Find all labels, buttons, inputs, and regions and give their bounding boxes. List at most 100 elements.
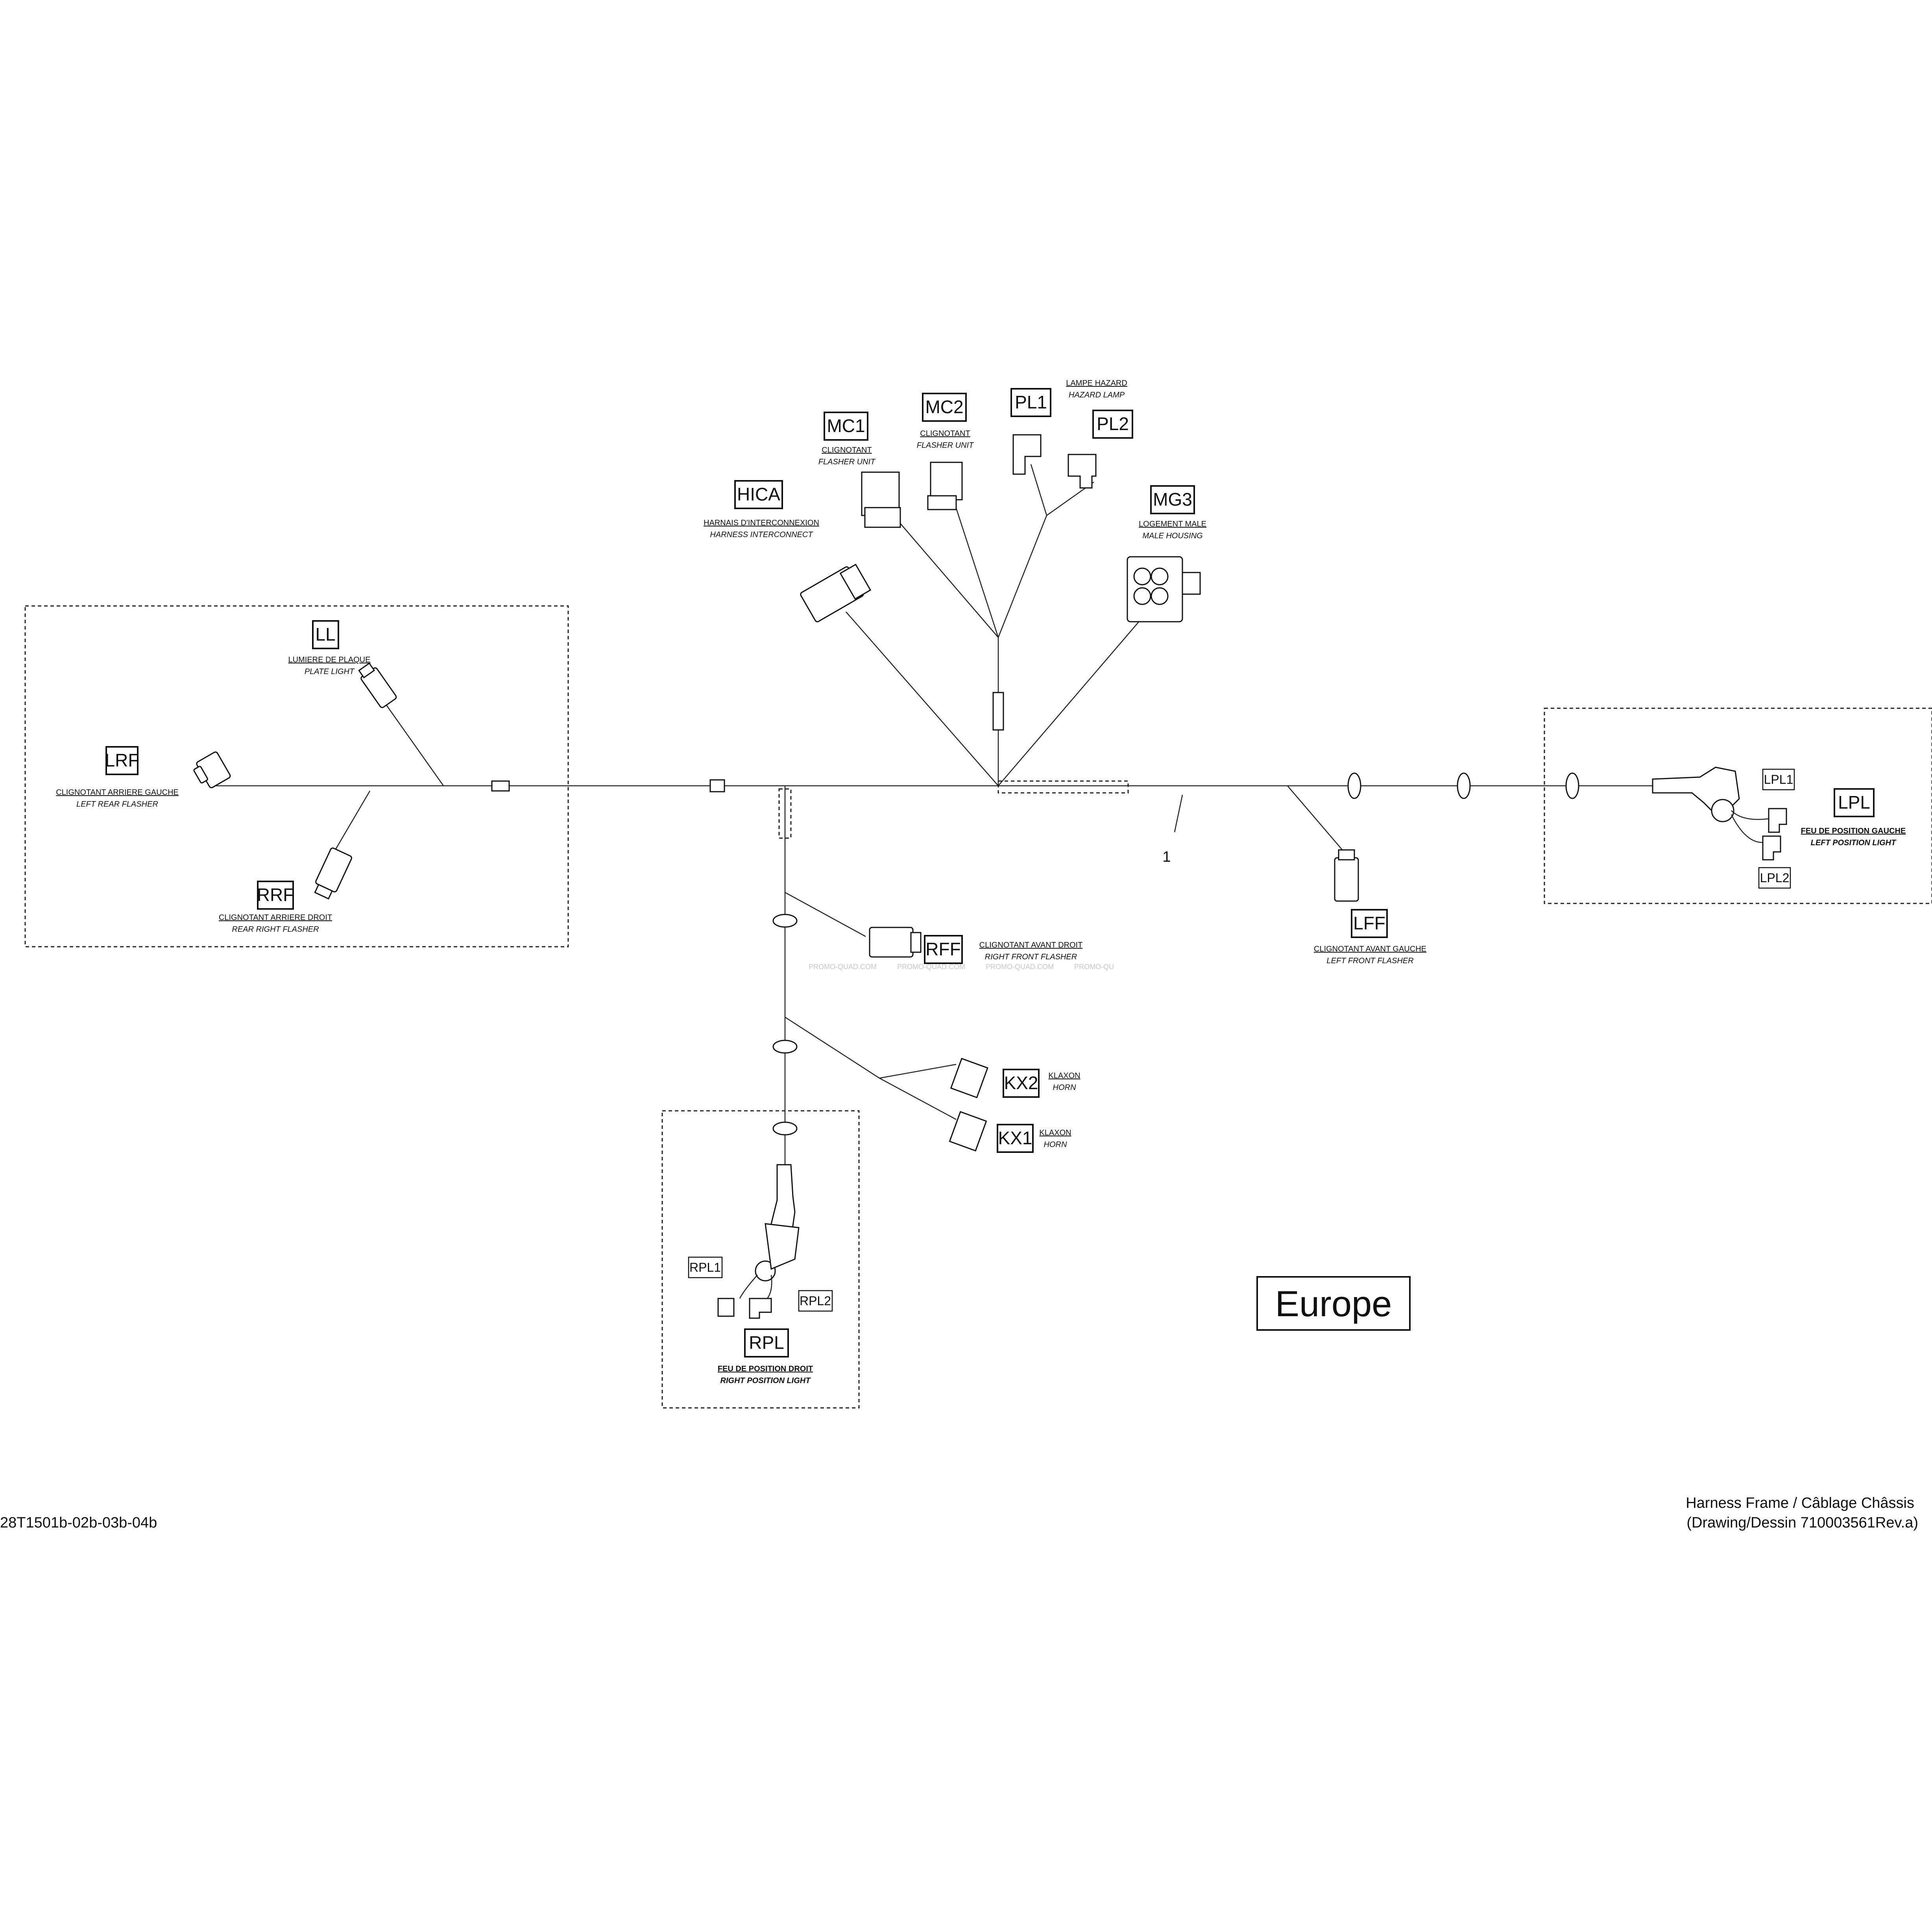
mg3-name-en: MALE HOUSING xyxy=(1142,532,1202,540)
rear-lights-frame xyxy=(24,605,569,948)
rpl-name-fr: FEU DE POSITION DROIT xyxy=(718,1365,813,1373)
lpl1-label: LPL1 xyxy=(1762,768,1795,791)
right-position-light-frame xyxy=(661,1110,860,1409)
lpl2-tag: LPL2 xyxy=(1760,871,1790,885)
lff-tag: LFF xyxy=(1353,913,1385,933)
rpl1-tag: RPL1 xyxy=(689,1260,721,1274)
hica-name-en: HARNESS INTERCONNECT xyxy=(710,530,813,539)
kx2-connector-body xyxy=(950,1058,988,1099)
pl2-label: PL2 xyxy=(1092,410,1133,439)
grommet xyxy=(1347,772,1361,799)
rrf-connector-body xyxy=(314,847,352,900)
mg3-tag: MG3 xyxy=(1153,489,1192,510)
lpl-light-assembly xyxy=(1637,767,1787,861)
rpl2-tag: RPL2 xyxy=(800,1294,831,1308)
ll-connector-body xyxy=(358,662,397,708)
rrf-tag: RRF xyxy=(257,885,294,905)
grommet xyxy=(772,1121,798,1136)
grommet xyxy=(1565,772,1579,799)
tape-section xyxy=(778,788,792,839)
mg3-label: MG3 LOGEMENT MALE MALE HOUSING xyxy=(1139,485,1206,540)
grommet xyxy=(772,914,798,928)
kx2-name-en: HORN xyxy=(1053,1083,1076,1092)
tape-section xyxy=(997,780,1129,794)
mc1-name-en: FLASHER UNIT xyxy=(818,458,876,466)
callout-number: 1 xyxy=(1162,849,1171,865)
grommet xyxy=(772,1040,798,1054)
hica-tag: HICA xyxy=(737,484,780,504)
rrf-name-en: REAR RIGHT FLASHER xyxy=(232,925,319,934)
region-label: Europe xyxy=(1275,1284,1392,1324)
mc1-label: MC1 CLIGNOTANT FLASHER UNIT xyxy=(818,412,876,466)
hica-label: HICA HARNAIS D'INTERCONNEXION HARNESS IN… xyxy=(704,480,819,539)
kx1-name-fr: KLAXON xyxy=(1039,1129,1071,1137)
lff-name-fr: CLIGNOTANT AVANT GAUCHE xyxy=(1314,945,1426,953)
hica-connector-body xyxy=(800,563,872,622)
lpl-name-fr: FEU DE POSITION GAUCHE xyxy=(1801,827,1906,835)
lpl-label: LPL FEU DE POSITION GAUCHE LEFT POSITION… xyxy=(1801,788,1906,847)
watermark-text: PROMO-QUAD.COM xyxy=(986,963,1054,971)
kx2-tag: KX2 xyxy=(1004,1073,1038,1093)
rff-name-fr: CLIGNOTANT AVANT DROIT xyxy=(979,941,1083,949)
rpl-light-assembly xyxy=(717,1164,800,1319)
watermark-text: PROMO-QU xyxy=(1074,963,1114,971)
rrf-name-fr: CLIGNOTANT ARRIERE DROIT xyxy=(219,913,332,922)
lrf-name-en: LEFT REAR FLASHER xyxy=(76,800,158,809)
pl1-tag: PL1 xyxy=(1015,392,1047,412)
clip xyxy=(992,692,1004,731)
harness-wires xyxy=(214,464,1637,1165)
left-position-light-frame xyxy=(1544,707,1932,904)
lpl1-tag: LPL1 xyxy=(1764,772,1793,787)
kx1-name-en: HORN xyxy=(1044,1140,1067,1149)
clip xyxy=(709,779,725,792)
pl1-label: PL1 LAMPE HAZARD HAZARD LAMP xyxy=(1010,379,1127,417)
rpl-tag: RPL xyxy=(749,1332,784,1353)
drawing-title: Harness Frame / Câblage Châssis xyxy=(1686,1495,1914,1511)
lrf-label: LRF CLIGNOTANT ARRIERE GAUCHE LEFT REAR … xyxy=(56,746,179,809)
watermark-text: PROMO-QUAD.COM xyxy=(897,963,965,971)
lff-label: LFF CLIGNOTANT AVANT GAUCHE LEFT FRONT F… xyxy=(1314,909,1426,965)
mc1-name-fr: CLIGNOTANT xyxy=(822,446,872,454)
grommet xyxy=(1457,772,1471,799)
ll-tag: LL xyxy=(315,624,335,645)
rpl2-label: RPL2 xyxy=(798,1290,833,1312)
pl1-name-en: HAZARD LAMP xyxy=(1069,391,1125,399)
mc1-tag: MC1 xyxy=(827,416,865,436)
pl2-tag: PL2 xyxy=(1097,414,1129,434)
lrf-tag: LRF xyxy=(105,750,139,770)
lrf-name-fr: CLIGNOTANT ARRIERE GAUCHE xyxy=(56,788,179,797)
pl1-connector-body xyxy=(1012,434,1042,475)
watermark: PROMO-QUAD.COM PROMO-QUAD.COM PROMO-QUAD… xyxy=(809,963,1114,971)
mc2-connector-body xyxy=(927,462,963,510)
ll-label: LL LUMIERE DE PLAQUE PLATE LIGHT xyxy=(288,620,370,676)
clip xyxy=(491,780,510,792)
rpl-name-en: RIGHT POSITION LIGHT xyxy=(720,1376,811,1385)
drawing-number: (Drawing/Dessin 710003561Rev.a) xyxy=(1686,1515,1918,1531)
lpl2-label: LPL2 xyxy=(1758,867,1791,889)
rpl1-label: RPL1 xyxy=(688,1256,723,1278)
mc2-name-en: FLASHER UNIT xyxy=(917,441,974,450)
rff-tag: RFF xyxy=(925,939,960,959)
kx1-connector-body xyxy=(949,1111,987,1152)
pl2-connector-body xyxy=(1068,454,1097,489)
mg3-name-fr: LOGEMENT MALE xyxy=(1139,520,1206,528)
rrf-label: RRF CLIGNOTANT ARRIERE DROIT REAR RIGHT … xyxy=(219,881,332,934)
pl1-name-fr: LAMPE HAZARD xyxy=(1066,379,1127,388)
lrf-connector-body xyxy=(193,751,231,789)
kx1-label: KX1 KLAXON HORN xyxy=(997,1124,1071,1153)
lpl-name-en: LEFT POSITION LIGHT xyxy=(1811,839,1897,847)
rpl-label: RPL FEU DE POSITION DROIT RIGHT POSITION… xyxy=(718,1328,813,1385)
kx1-tag: KX1 xyxy=(998,1128,1032,1148)
rff-label: RFF CLIGNOTANT AVANT DROIT RIGHT FRONT F… xyxy=(924,935,1083,964)
watermark-text: PROMO-QUAD.COM xyxy=(809,963,877,971)
hica-name-fr: HARNAIS D'INTERCONNEXION xyxy=(704,519,819,527)
rff-connector-body xyxy=(869,927,922,958)
mc1-connector-body xyxy=(861,471,901,528)
lpl-tag: LPL xyxy=(1838,792,1870,813)
rff-name-en: RIGHT FRONT FLASHER xyxy=(985,953,1077,961)
mc2-tag: MC2 xyxy=(925,397,963,417)
kx2-label: KX2 KLAXON HORN xyxy=(1003,1069,1081,1098)
ll-name-en: PLATE LIGHT xyxy=(305,667,355,676)
mc2-name-fr: CLIGNOTANT xyxy=(920,429,970,438)
